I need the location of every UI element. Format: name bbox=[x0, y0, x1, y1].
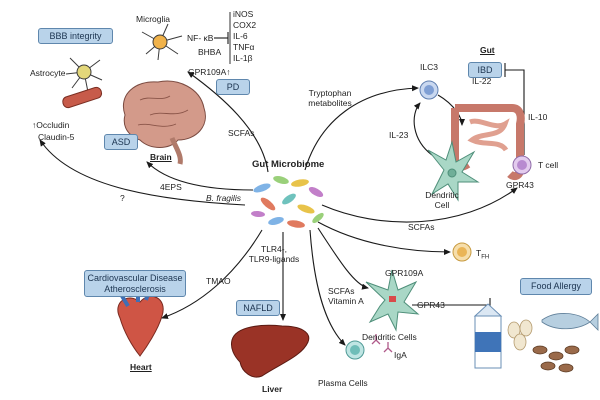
arrow-to-heart bbox=[161, 229, 263, 319]
nafld-label: NAFLD bbox=[243, 302, 273, 313]
ibd-label: IBD bbox=[477, 64, 493, 75]
dendritic-line2: Cell bbox=[434, 200, 450, 210]
tmao-label: TMAO bbox=[206, 276, 231, 286]
astrocyte-cell bbox=[65, 57, 103, 93]
asd-box: ASD bbox=[104, 134, 138, 150]
il23-label: IL-23 bbox=[389, 130, 409, 140]
tlr-line1: TLR4-, bbox=[261, 244, 287, 254]
dendritic-cell-label: Dendritic Cell bbox=[425, 190, 459, 210]
il10-label: IL-10 bbox=[528, 112, 548, 122]
tlr-ligands-label: TLR4-, TLR9-ligands bbox=[244, 244, 304, 264]
t-cell-label: T cell bbox=[538, 160, 559, 170]
arrow-to-asd bbox=[146, 161, 254, 191]
dendritic-line1: Dendritic bbox=[425, 190, 459, 200]
eggs bbox=[507, 319, 533, 351]
gpr109a-dc-label: GPR109A bbox=[385, 268, 424, 278]
arrow-to-tcell bbox=[321, 187, 518, 223]
cytokine-tnfa: TNFα bbox=[233, 42, 255, 52]
cytokine-cox2: COX2 bbox=[233, 20, 257, 30]
brain-organ bbox=[123, 80, 206, 165]
liver-label: Liver bbox=[262, 384, 283, 394]
dendritic-cell bbox=[427, 140, 480, 202]
heart-organ bbox=[117, 287, 164, 357]
cytokine-inos: iNOS bbox=[233, 9, 254, 19]
pd-box: PD bbox=[216, 79, 250, 95]
cardiovascular-box: Cardiovascular Disease Atherosclerosis bbox=[84, 270, 186, 297]
food-allergy-box: Food Allergy bbox=[520, 278, 592, 295]
tfh-sub: FH bbox=[481, 254, 490, 261]
tfh-cell bbox=[452, 242, 472, 262]
arrow-to-bbb bbox=[39, 139, 246, 206]
il22-label: IL-22 bbox=[472, 76, 492, 86]
iga-antibodies bbox=[371, 334, 393, 353]
fish bbox=[541, 313, 599, 331]
tfh-main: T bbox=[476, 248, 482, 258]
bfragilis-label: B. fragilis bbox=[206, 193, 241, 203]
microglia-label: Microglia bbox=[136, 14, 171, 24]
tryptophan-label: Tryptophan metabolites bbox=[300, 88, 360, 108]
occludin-label: ↑Occludin bbox=[32, 120, 70, 130]
vitamin-a-line: Vitamin A bbox=[328, 296, 364, 306]
iga-label: IgA bbox=[394, 350, 407, 360]
bbb-integrity-box: BBB integrity bbox=[38, 28, 113, 44]
cytokine-list: iNOS COX2 IL-6 TNFα IL-1β bbox=[233, 9, 256, 64]
gpr109a-brain-label: GPR109A↑ bbox=[188, 67, 231, 77]
bhba-label: BHBA bbox=[198, 47, 222, 57]
asd-label: ASD bbox=[111, 136, 131, 147]
tryptophan-line1: Tryptophan bbox=[308, 88, 352, 98]
nfkb-label: NF- κB bbox=[187, 33, 214, 43]
milk-carton bbox=[473, 303, 503, 369]
scfas-gut-label: SCFAs bbox=[408, 222, 435, 232]
arrow-to-tfh bbox=[317, 221, 451, 255]
question-label: ? bbox=[120, 193, 125, 203]
astrocyte-label: Astrocyte bbox=[30, 68, 66, 78]
gut-label: Gut bbox=[480, 45, 495, 55]
cytokine-il1b: IL-1β bbox=[233, 53, 253, 63]
scfas-vitamin-label: SCFAs Vitamin A bbox=[328, 286, 364, 306]
nafld-box: NAFLD bbox=[236, 300, 280, 316]
ilc3-label: ILC3 bbox=[420, 62, 438, 72]
arrow-to-ilc3 bbox=[304, 85, 419, 171]
cytokine-il6: IL-6 bbox=[233, 31, 248, 41]
4eps-label: 4EPS bbox=[160, 182, 182, 192]
t-cell bbox=[512, 155, 532, 175]
scfas-brain-label: SCFAs bbox=[228, 128, 255, 138]
scfas-vita-line1: SCFAs bbox=[328, 286, 355, 296]
arrow-dc-to-ilc3 bbox=[413, 102, 433, 156]
food-allergy-label: Food Allergy bbox=[530, 281, 582, 291]
gut-microbiome-title: Gut Microbiome bbox=[252, 159, 325, 170]
cardiovascular-label: Cardiovascular Disease bbox=[87, 272, 183, 283]
plasma-cells-label: Plasma Cells bbox=[318, 378, 368, 388]
brain-label: Brain bbox=[150, 152, 172, 162]
plasma-cell bbox=[345, 340, 365, 360]
tfh-label: TFH bbox=[476, 248, 489, 263]
blood-vessel bbox=[62, 86, 103, 109]
microbiome-cluster bbox=[251, 176, 324, 228]
gpr43-gut-label: GPR43 bbox=[506, 180, 534, 190]
dendritic-cells-lower bbox=[365, 269, 420, 332]
atherosclerosis-label: Atherosclerosis bbox=[104, 283, 166, 294]
arrow-to-microglia bbox=[187, 71, 269, 173]
ilc3-cell bbox=[419, 80, 439, 100]
dendritic-cells-label: Dendritic Cells bbox=[362, 332, 417, 342]
tryptophan-line2: metabolites bbox=[308, 98, 352, 108]
bbb-integrity-label: BBB integrity bbox=[49, 30, 102, 41]
liver-organ bbox=[231, 324, 310, 378]
microglia-cell bbox=[141, 23, 183, 61]
mushrooms bbox=[532, 345, 580, 373]
tlr-line2: TLR9-ligands bbox=[248, 254, 300, 264]
claudin-label: Claudin-5 bbox=[38, 132, 75, 142]
ibd-box: IBD bbox=[468, 62, 502, 78]
arrow-to-dendritic-cells bbox=[317, 227, 369, 290]
pd-label: PD bbox=[226, 81, 240, 92]
gpr43-dc-label: GPR43 bbox=[417, 300, 445, 310]
arrow-to-plasma bbox=[309, 229, 346, 346]
heart-label: Heart bbox=[130, 362, 152, 372]
